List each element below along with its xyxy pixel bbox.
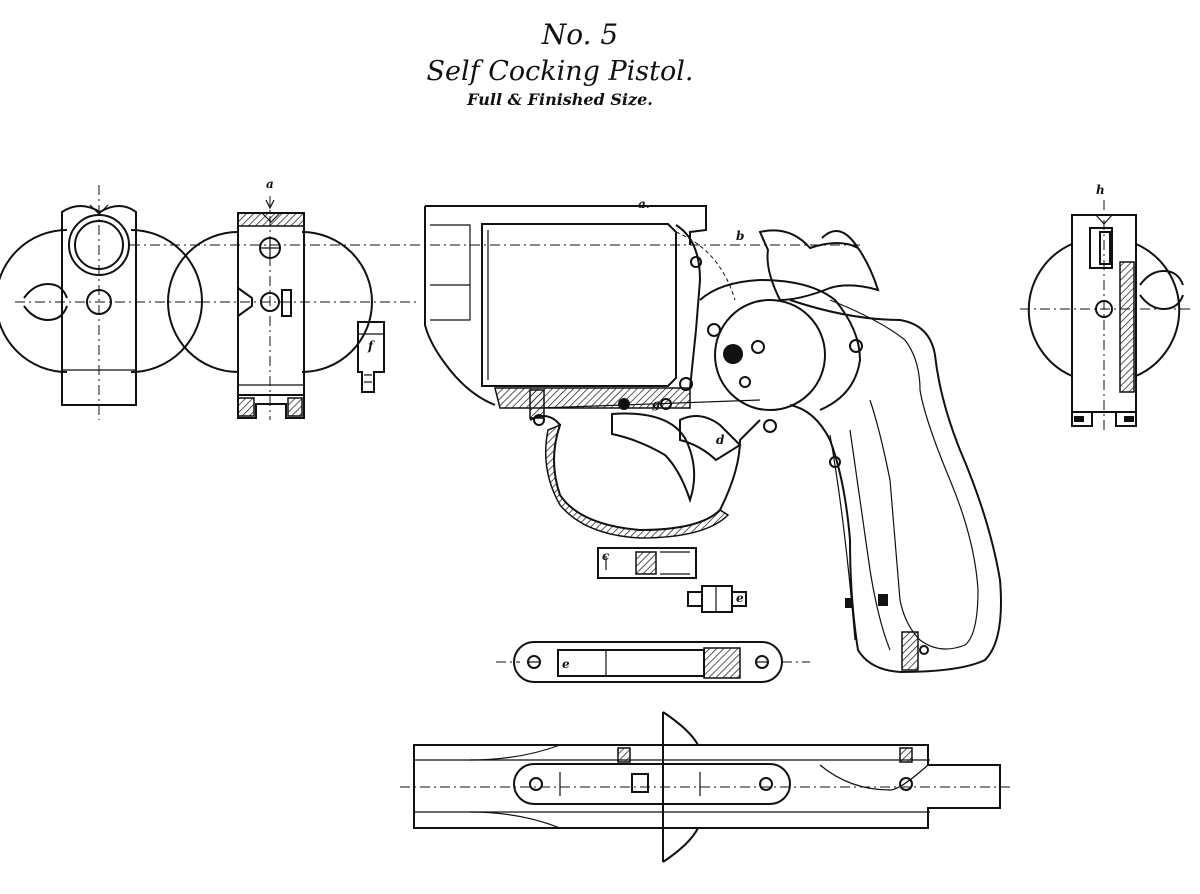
side-section-view: a: [167, 177, 373, 420]
part-f: f: [357, 321, 385, 393]
label-f: f: [367, 339, 375, 353]
spring-plate-e: e: [496, 641, 810, 683]
label-h: h: [1096, 183, 1105, 197]
label-b: b: [736, 229, 744, 243]
drawing-subtitle: Full & Finished Size.: [467, 90, 653, 109]
bottom-plan-view: [400, 711, 1010, 863]
label-e2: e: [736, 591, 744, 605]
part-e-small: e: [687, 585, 747, 613]
label-g: g: [652, 397, 660, 411]
label-e: e: [562, 657, 570, 671]
label-d: d: [716, 433, 725, 447]
label-a-top: a: [266, 177, 274, 191]
part-c: c: [597, 547, 697, 579]
rear-view: h: [1020, 183, 1190, 430]
label-c: c: [602, 549, 610, 563]
label-a-frame: a.: [638, 197, 650, 211]
front-view: [0, 185, 203, 420]
revolver-side-view: b: [424, 197, 1002, 674]
drawing-number: No. 5: [541, 18, 619, 51]
drawing-title: Self Cocking Pistol.: [426, 56, 694, 87]
